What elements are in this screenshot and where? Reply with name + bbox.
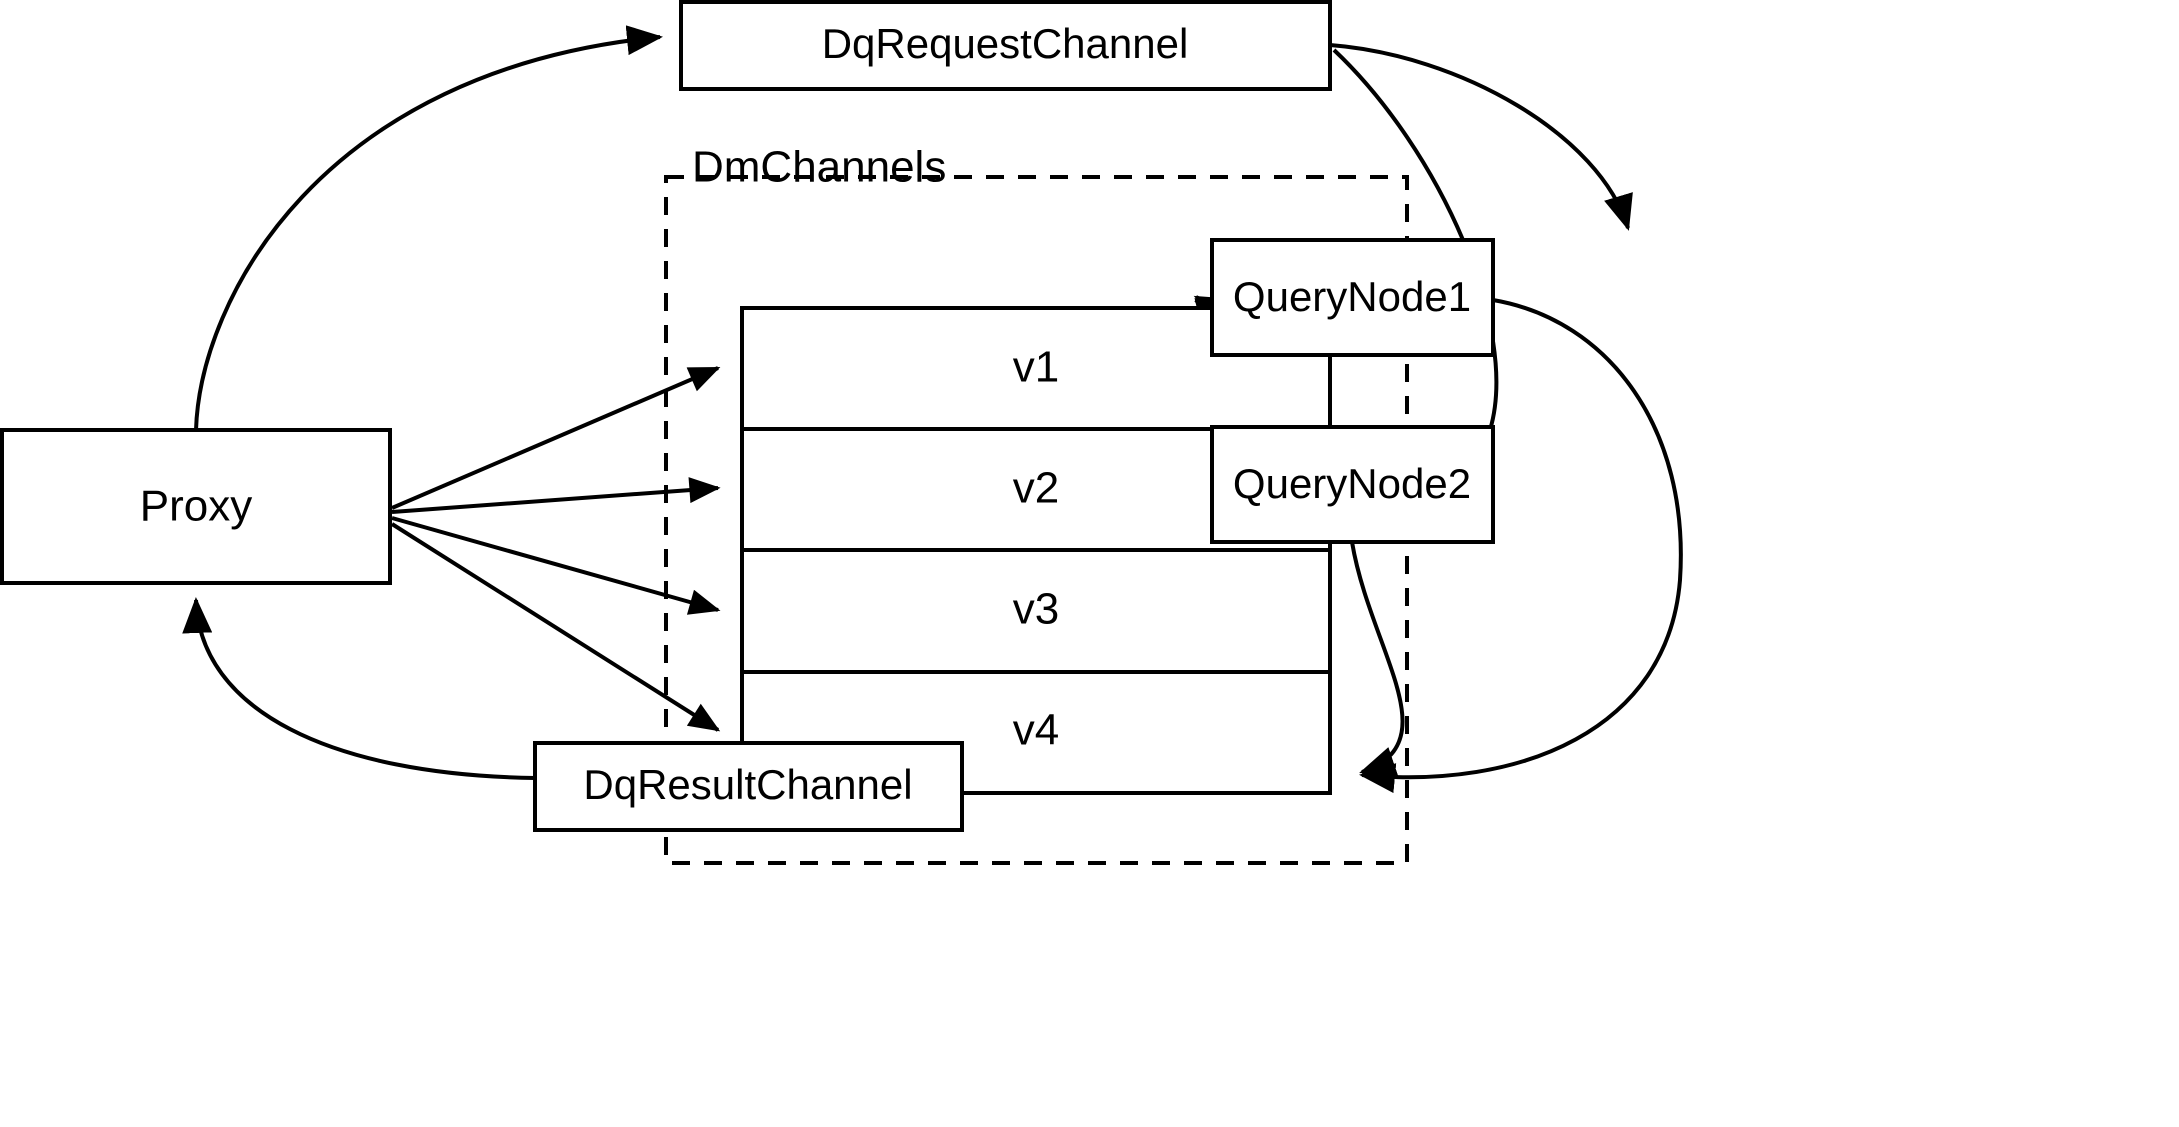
node-query-node-1-label: QueryNode1 bbox=[1233, 273, 1471, 320]
vchannel-row-v1-label: v1 bbox=[1013, 343, 1059, 392]
edge-proxy-to-v3 bbox=[391, 516, 721, 615]
node-query-node-2-label: QueryNode2 bbox=[1233, 460, 1471, 507]
edge-query-node-2-to-dq-result-channel bbox=[1350, 541, 1405, 776]
edge-proxy-to-v4 bbox=[390, 522, 721, 732]
node-proxy-label: Proxy bbox=[140, 482, 252, 531]
node-dq-request-channel-label: DqRequestChannel bbox=[822, 20, 1189, 67]
vchannel-row-v3-label: v3 bbox=[1013, 585, 1059, 634]
edge-proxy-to-dq-request-channel bbox=[194, 25, 663, 431]
node-dq-result-channel[interactable] bbox=[533, 741, 964, 832]
node-dq-result-channel-label: DqResultChannel bbox=[583, 761, 912, 808]
edge-dq-request-channel-to-query-node-1 bbox=[1329, 43, 1633, 231]
vchannel-row-v4-label: v4 bbox=[1013, 706, 1059, 755]
edge-query-node-1-to-dq-result-channel bbox=[1359, 298, 1683, 794]
edge-proxy-to-v1 bbox=[391, 366, 721, 510]
node-query-node-2[interactable] bbox=[1210, 425, 1495, 544]
edge-proxy-to-v2 bbox=[391, 477, 721, 514]
dm-channels-group-box bbox=[664, 175, 1409, 865]
node-proxy[interactable] bbox=[0, 428, 392, 585]
vchannel-row-v2-label: v2 bbox=[1013, 464, 1059, 513]
node-query-node-1[interactable] bbox=[1210, 238, 1495, 357]
node-dq-request-channel[interactable] bbox=[679, 0, 1332, 91]
dm-channels-group-label: DmChannels bbox=[692, 143, 946, 192]
edge-dq-result-channel-to-proxy bbox=[182, 597, 536, 780]
